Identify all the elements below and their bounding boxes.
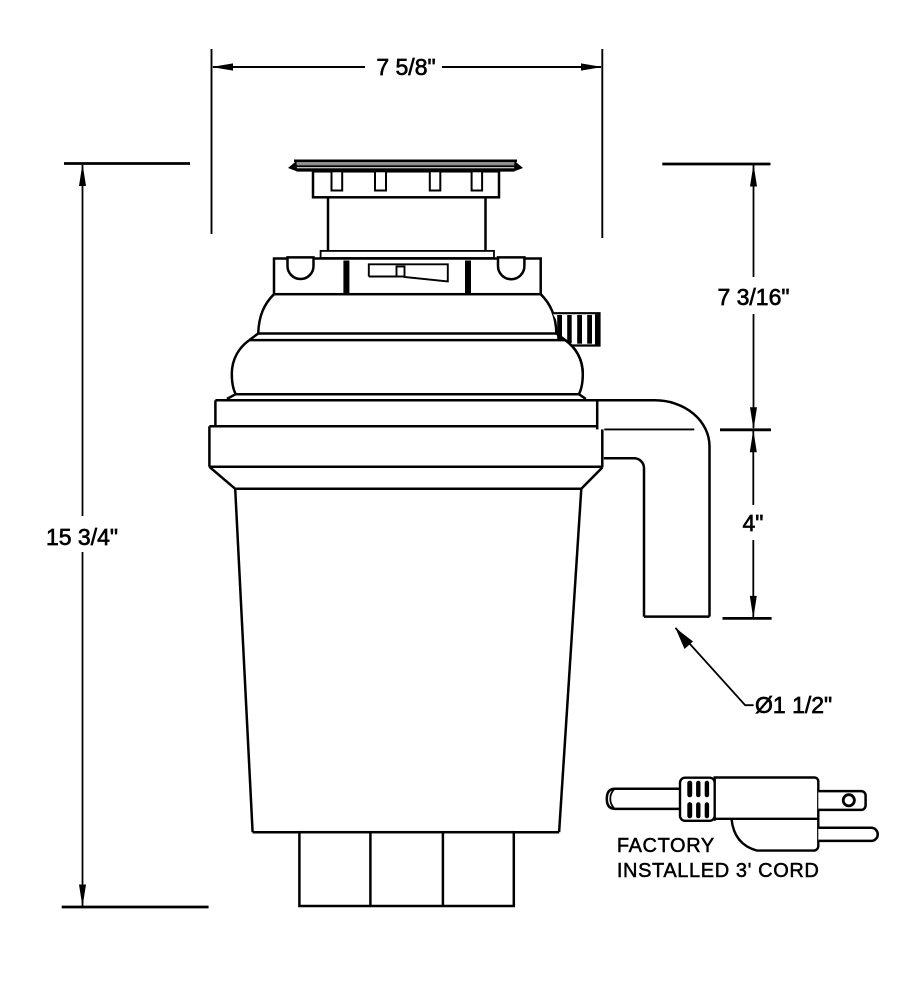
svg-text:7 5/8": 7 5/8" — [376, 54, 435, 80]
svg-text:15 3/4": 15 3/4" — [46, 524, 118, 550]
svg-text:FACTORY: FACTORY — [617, 835, 715, 857]
svg-text:4": 4" — [743, 510, 764, 536]
svg-text:7 3/16": 7 3/16" — [717, 284, 789, 310]
svg-text:INSTALLED 3' CORD: INSTALLED 3' CORD — [617, 860, 820, 882]
svg-text:Ø1 1/2": Ø1 1/2" — [755, 692, 832, 718]
